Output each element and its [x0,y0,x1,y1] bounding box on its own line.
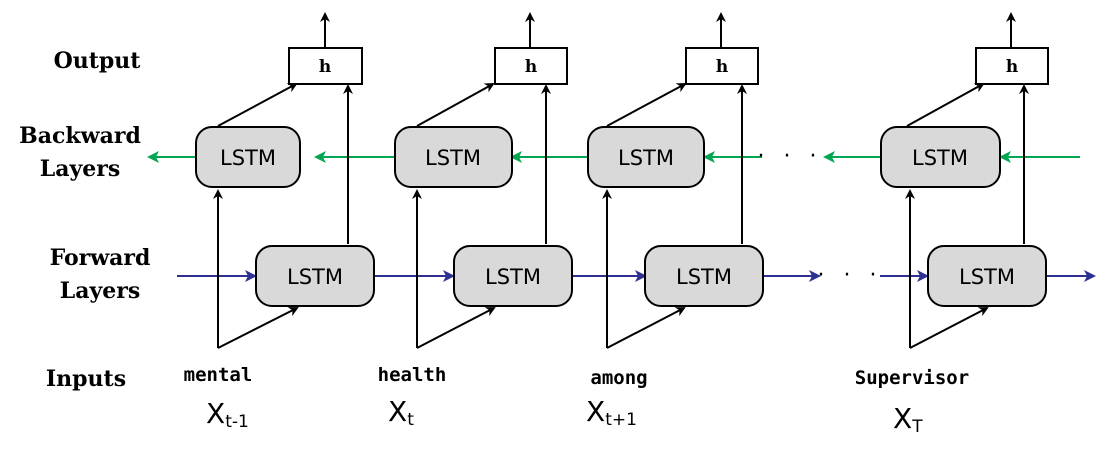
lstm-label: LSTM [912,146,968,170]
input-word: Supervisor [855,367,969,389]
row-label-output: Output [54,48,142,74]
backward-lstm-cell: LSTM [880,126,1001,188]
lstm-label: LSTM [425,146,481,170]
forward-lstm-cell: LSTM [644,245,764,307]
input-variable: Xt-1 [206,397,249,432]
backward-to-output-arrow [606,83,687,127]
backward-to-output-arrow [416,83,495,127]
forward-lstm-cell: LSTM [453,245,573,307]
input-word: mental [184,364,253,386]
input-variable: Xt+1 [586,395,637,430]
input-to-forward-arrow [416,307,496,349]
input-variable: XT [893,402,923,437]
output-h-label: h [1006,57,1018,77]
output-h-label: h [525,57,537,77]
input-word: health [378,364,447,386]
backward-lstm-cell: LSTM [587,126,705,188]
forward-lstm-cell: LSTM [927,245,1047,307]
forward-lstm-cell: LSTM [255,245,375,307]
lstm-label: LSTM [220,146,276,170]
lstm-label: LSTM [287,265,343,289]
lstm-label: LSTM [959,265,1015,289]
input-to-forward-arrow [606,307,686,349]
output-h-label: h [716,57,728,77]
lstm-label: LSTM [618,146,674,170]
input-word: among [590,367,647,389]
row-label-backward-2: Layers [40,156,120,182]
backward-to-output-arrow [217,83,298,127]
lstm-label: LSTM [485,265,541,289]
output-h-box: h [288,47,363,85]
output-h-box: h [975,47,1049,85]
row-label-forward-1: Forward [50,245,151,271]
input-to-forward-arrow [909,307,989,349]
backward-lstm-cell: LSTM [195,126,301,188]
input-variable: Xt [388,395,414,430]
output-h-box: h [685,47,759,85]
output-h-box: h [494,47,568,85]
backward-ellipsis: · · · [758,144,823,169]
row-label-inputs: Inputs [46,366,126,392]
lstm-label: LSTM [676,265,732,289]
output-h-label: h [319,57,331,77]
forward-ellipsis: · · · [818,263,883,288]
backward-lstm-cell: LSTM [394,126,513,188]
row-label-forward-2: Layers [60,278,140,304]
backward-to-output-arrow [906,83,985,127]
input-to-forward-arrow [217,307,299,349]
row-label-backward-1: Backward [19,123,141,149]
